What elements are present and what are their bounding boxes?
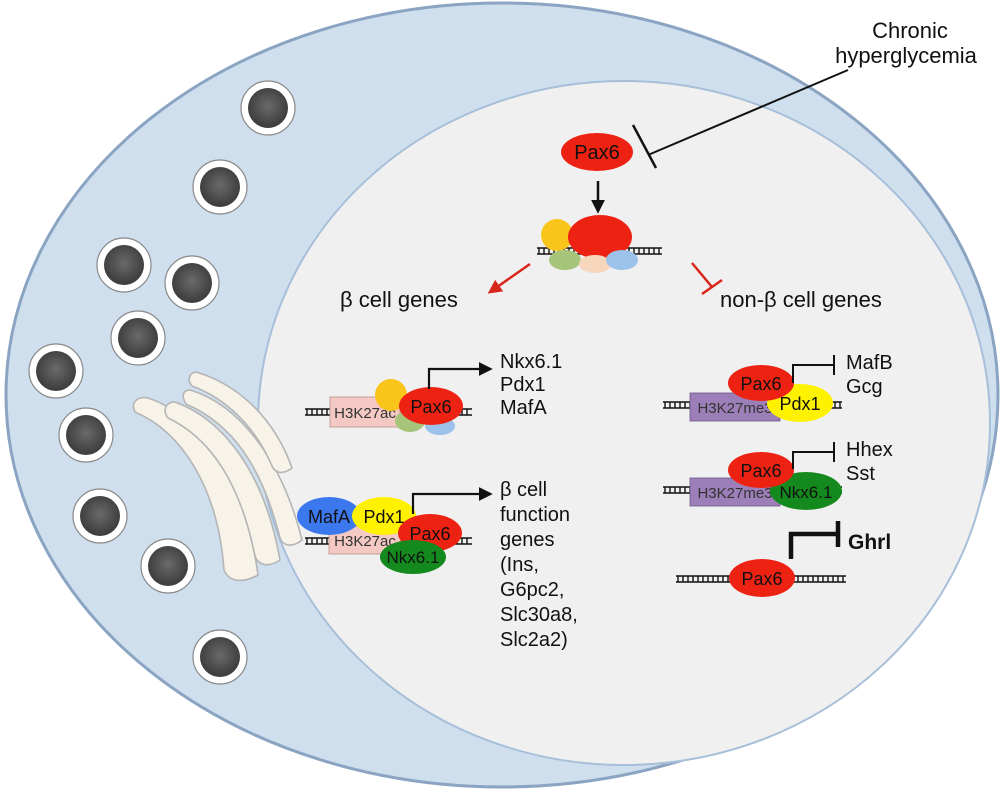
pdx1-protein — [352, 497, 416, 535]
stimulus-label-line2: hyperglycemia — [835, 43, 978, 68]
golgi-apparatus — [132, 371, 303, 582]
insulin-granule — [240, 80, 296, 136]
activated-targets-2-line3: genes — [500, 529, 555, 551]
inhibition-bar — [631, 124, 658, 169]
h3k27ac-label: H3K27ac — [334, 405, 396, 422]
repression-symbol — [792, 451, 833, 469]
pdx1-label: Pdx1 — [363, 507, 404, 527]
repressed-targets-1-line2: Gcg — [846, 376, 883, 398]
activated-targets-2-line5: G6pc2, — [500, 579, 564, 601]
activated-targets-2-line1: β cell — [500, 479, 547, 501]
pax6-protein — [729, 559, 795, 597]
pax6-protein-top — [561, 133, 633, 171]
insulin-granule — [96, 237, 152, 293]
mafa-protein — [297, 497, 361, 535]
repression-line — [691, 262, 713, 288]
pdx1-label: Pdx1 — [779, 394, 820, 414]
nkx61-protein — [770, 472, 842, 510]
pax6-protein — [399, 387, 463, 425]
insulin-granule — [58, 407, 114, 463]
repressed-targets-2-line1: Hhex — [846, 439, 893, 461]
repressed-complex-2: H3K27me3 Nkx6.1 Pax6 — [663, 442, 842, 510]
nkx61-protein — [380, 540, 446, 574]
insulin-granule — [192, 629, 248, 685]
activated-targets-1-line1: Nkx6.1 — [500, 351, 562, 373]
activated-complex-1: H3K27ac Pax6 — [305, 362, 493, 435]
pax6-label: Pax6 — [740, 461, 781, 481]
insulin-granules — [28, 80, 296, 685]
non-beta-cell-genes-label: non-β cell genes — [720, 287, 882, 312]
repressed-targets-1-line1: MafB — [846, 352, 893, 374]
activated-targets-1-line3: MafA — [500, 397, 547, 419]
beta-cell-genes-label: β cell genes — [340, 287, 458, 312]
pax6-protein — [728, 365, 794, 401]
activated-targets-2-line4: (Ins, — [500, 554, 539, 576]
pax6-protein-center — [568, 215, 632, 259]
insulin-granule — [164, 255, 220, 311]
activated-targets-2-line6: Slc30a8, — [500, 604, 578, 626]
activated-complex-2: H3K27ac MafA Pdx1 Pax6 Nkx6.1 — [297, 487, 493, 574]
insulin-granule — [110, 310, 166, 366]
pax6-protein — [728, 452, 794, 488]
peach-cofactor — [579, 255, 611, 273]
repressed-targets-3-label: Ghrl — [848, 531, 891, 554]
pax6-label: Pax6 — [741, 569, 782, 589]
central-complex — [537, 215, 662, 273]
repressed-complex-3: Pax6 — [676, 521, 846, 597]
yellow-cofactor — [541, 219, 573, 251]
mafa-label: MafA — [308, 507, 350, 527]
activated-targets-1-line2: Pdx1 — [500, 374, 546, 396]
repression-symbol — [788, 531, 836, 559]
activated-targets-2-line2: function — [500, 504, 570, 526]
transcription-arrow — [411, 487, 493, 514]
h3k27ac-label: H3K27ac — [334, 533, 396, 550]
repressed-targets-2-line2: Sst — [846, 463, 875, 485]
nkx61-label: Nkx6.1 — [387, 548, 440, 567]
nkx61-label: Nkx6.1 — [780, 483, 833, 502]
h3k27me3-label: H3K27me3 — [697, 485, 772, 502]
insulin-granule — [72, 488, 128, 544]
pax6-label: Pax6 — [410, 397, 451, 417]
inhibition-line — [647, 69, 849, 156]
pax6-label: Pax6 — [740, 374, 781, 394]
transcription-arrow — [427, 362, 493, 389]
insulin-granule — [192, 159, 248, 215]
repression-bar — [701, 278, 723, 296]
yellow-cofactor — [375, 379, 407, 411]
repressed-complex-1: H3K27me3 Pdx1 Pax6 — [663, 355, 842, 422]
pax6-label-top: Pax6 — [574, 142, 620, 164]
stimulus-label-line1: Chronic — [872, 18, 948, 43]
green-cofactor — [549, 250, 581, 270]
pax6-label: Pax6 — [409, 524, 450, 544]
activated-targets-2-line7: Slc2a2) — [500, 629, 568, 651]
blue-cofactor — [606, 250, 638, 270]
repression-symbol — [792, 364, 833, 383]
insulin-granule — [140, 538, 196, 594]
activation-arrow — [487, 262, 531, 294]
h3k27me3-label: H3K27me3 — [697, 400, 772, 417]
insulin-granule — [28, 343, 84, 399]
